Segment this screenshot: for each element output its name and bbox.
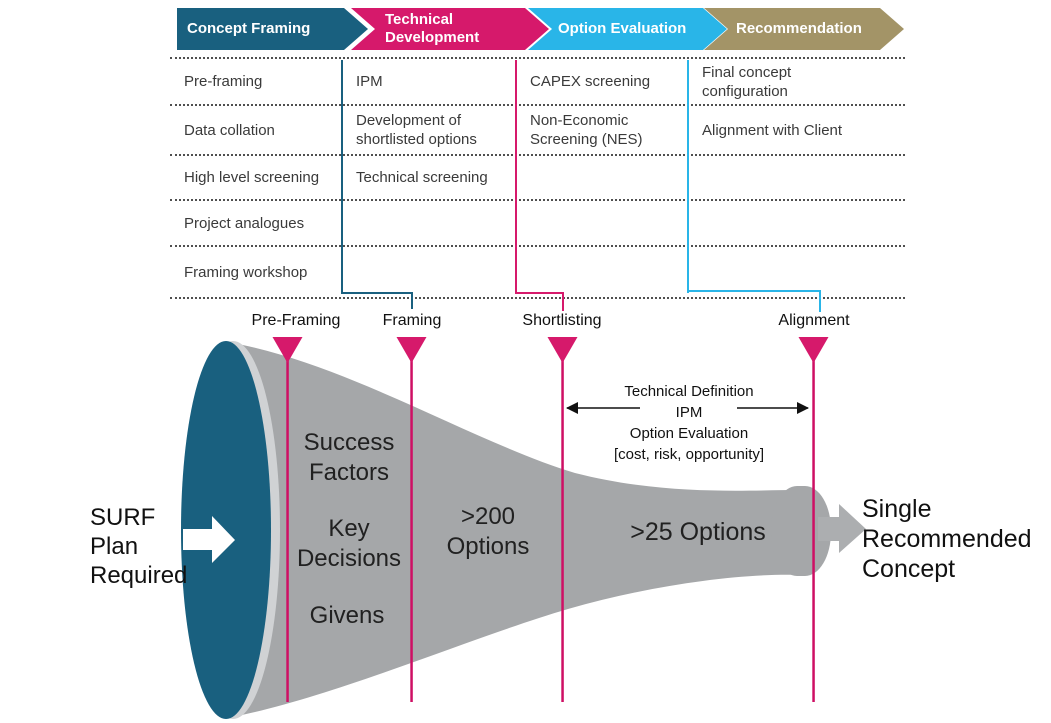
stage-banner-label: Concept Framing — [187, 20, 311, 37]
connector-magenta — [515, 292, 564, 311]
table-row: High level screening Technical screening — [170, 156, 905, 201]
activity-cell: Non-Economic Screening (NES) — [530, 112, 643, 148]
range-arrow-left-head — [566, 402, 578, 414]
milestone-label-framing: Framing — [382, 312, 442, 329]
activity-cell: Technical screening — [356, 169, 488, 186]
activity-cell: High level screening — [184, 169, 320, 186]
stage-divider-magenta — [515, 60, 517, 293]
activity-cell: Alignment with Client — [702, 121, 843, 139]
stage-banner-technical-development: Technical Development — [351, 8, 549, 50]
activity-cell: Data collation — [184, 121, 275, 139]
activity-cell: Framing workshop — [184, 263, 308, 281]
activity-matrix: Pre-framing IPM CAPEX screening Final co… — [170, 57, 905, 299]
milestone-marker-icon — [272, 337, 303, 363]
table-row: Project analogues — [170, 201, 905, 247]
milestone-line-framing — [410, 340, 413, 702]
range-annotation: Technical Definition IPM Option Evaluati… — [565, 381, 813, 465]
milestone-marker-icon — [547, 337, 578, 363]
milestone-label-pre-framing: Pre-Framing — [251, 312, 341, 329]
activity-cell: Development of shortlisted options — [356, 112, 477, 148]
stage-divider-cyan — [687, 60, 689, 293]
milestone-line-alignment — [812, 340, 815, 702]
funnel-end-cap — [771, 486, 831, 576]
annotation-line: Option Evaluation — [629, 425, 749, 442]
funnel-success-factors-label: Success Factors — [303, 429, 395, 486]
funnel-givens-label: Givens — [309, 602, 385, 629]
stage-banner-label: Option Evaluation — [558, 20, 687, 37]
stage-banner-concept-framing: Concept Framing — [177, 8, 368, 50]
stage-divider-teal — [341, 60, 343, 293]
table-row: Pre-framing IPM CAPEX screening Final co… — [170, 59, 905, 106]
connector-teal — [341, 292, 413, 309]
funnel-key-decisions-label: Key Decisions — [296, 515, 402, 572]
annotation-line: [cost, risk, opportunity] — [613, 446, 765, 463]
milestone-marker-icon — [798, 337, 829, 363]
annotation-line: Technical Definition — [624, 383, 754, 400]
milestone-label-shortlisting: Shortlisting — [522, 312, 602, 329]
annotation-line: IPM — [675, 404, 703, 421]
milestone-line-pre-framing — [286, 340, 289, 702]
milestone-marker-icon — [396, 337, 427, 363]
funnel-body — [227, 342, 800, 718]
milestone-line-shortlisting — [561, 340, 564, 702]
funnel-25-options-label: >25 Options — [630, 518, 766, 546]
funnel-200-options-label: >200 Options — [446, 503, 530, 560]
activity-cell: Pre-framing — [184, 73, 263, 90]
input-arrow-icon — [183, 516, 235, 563]
funnel-input-label: SURF Plan Required — [90, 504, 188, 589]
funnel-mouth — [181, 341, 271, 719]
table-row: Framing workshop — [170, 247, 905, 299]
connector-cyan — [687, 290, 821, 312]
range-arrow-right-head — [797, 402, 809, 414]
funnel-output-label: Single Recommended Concept — [862, 495, 1032, 583]
activity-cell: Final concept configuration — [702, 63, 792, 100]
stage-banner-label: Recommendation — [736, 20, 862, 37]
table-row: Data collation Development of shortliste… — [170, 106, 905, 156]
stage-banner-recommendation: Recommendation — [704, 8, 904, 50]
activity-cell: Project analogues — [184, 214, 305, 232]
milestone-label-alignment: Alignment — [778, 312, 850, 329]
stage-banner-option-evaluation: Option Evaluation — [528, 8, 727, 50]
stage-banner-label: Technical Development — [385, 11, 480, 46]
output-arrow-icon — [818, 504, 866, 553]
activity-cell: CAPEX screening — [530, 73, 651, 90]
activity-cell: IPM — [356, 73, 383, 90]
